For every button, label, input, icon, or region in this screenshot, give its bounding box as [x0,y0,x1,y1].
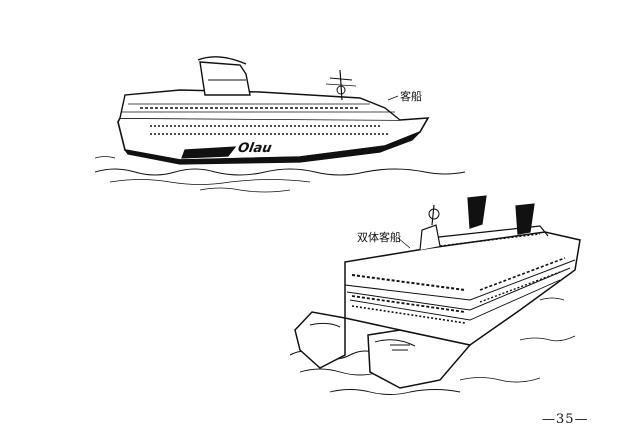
passenger-ship-label: 客船 [400,90,422,103]
passenger-ship-drawing [94,56,466,193]
catamaran-ship-label: 双体客船 [357,231,401,244]
hull-lettering: Olau [236,141,273,156]
page-number: —35— [542,412,589,427]
catamaran-ship-drawing [289,195,581,395]
